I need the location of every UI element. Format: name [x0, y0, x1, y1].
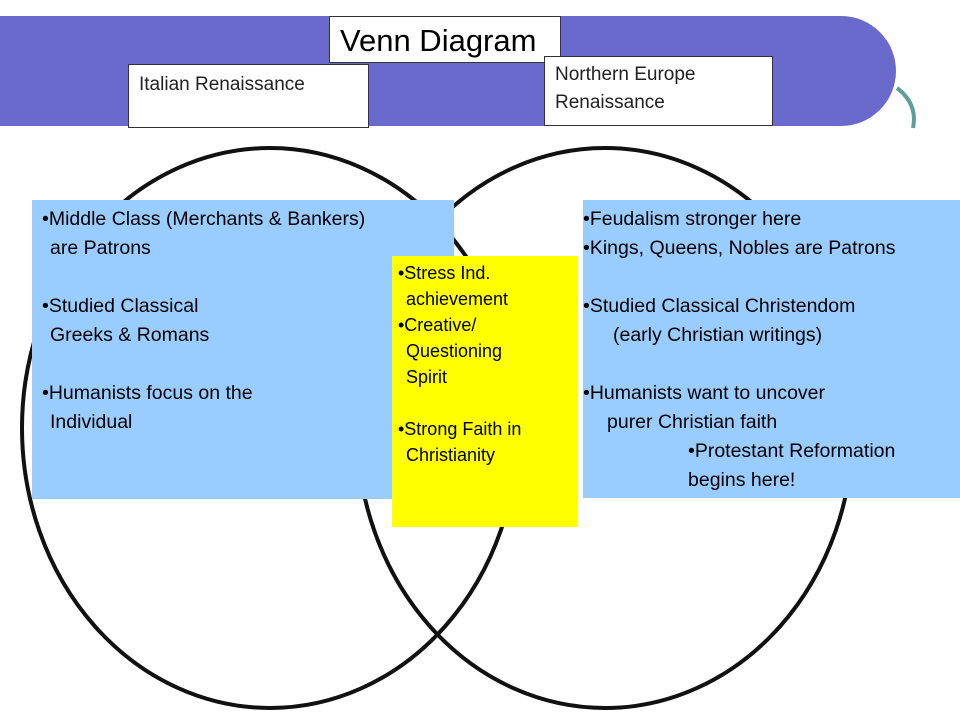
item-text: Questioning — [406, 341, 503, 361]
list-item: •Protestant Reformation begins here! — [583, 437, 960, 495]
italian-renaissance-panel: •Middle Class (Merchants & Bankers) are … — [32, 200, 454, 499]
shared-traits-panel: •Stress Ind. achievement •Creative/ Ques… — [392, 256, 578, 527]
list-item: •Feudalism stronger here — [583, 205, 960, 234]
list-item: •Creative/ Questioning Spirit — [398, 312, 578, 390]
item-text: •Studied Classical — [42, 295, 199, 317]
item-text: •Protestant Reformation — [688, 440, 896, 462]
item-text: •Humanists want to uncover — [583, 382, 826, 404]
list-item: •Strong Faith in Christianity — [398, 416, 578, 468]
item-text: Individual — [50, 411, 133, 433]
item-text: •Creative/ — [398, 315, 477, 335]
right-circle-label: Northern Europe Renaissance — [544, 56, 773, 126]
list-item: •Humanists want to uncover purer Christi… — [583, 379, 960, 437]
list-item: •Studied Classical Greeks & Romans — [42, 292, 454, 350]
list-item: •Studied Classical Christendom (early Ch… — [583, 292, 960, 350]
item-text: •Kings, Queens, Nobles are Patrons — [583, 237, 896, 259]
item-text: purer Christian faith — [607, 411, 778, 433]
item-text: •Feudalism stronger here — [583, 208, 802, 230]
left-circle-label: Italian Renaissance — [128, 64, 369, 128]
item-text: Spirit — [406, 367, 448, 387]
item-text: •Humanists focus on the — [42, 382, 253, 404]
list-item: •Humanists focus on the Individual — [42, 379, 454, 437]
item-text: •Middle Class (Merchants & Bankers) — [42, 208, 366, 230]
list-item: •Stress Ind. achievement — [398, 260, 578, 312]
right-label-line: Northern Europe — [555, 64, 696, 85]
list-item: •Kings, Queens, Nobles are Patrons — [583, 234, 960, 263]
item-text: •Studied Classical Christendom — [583, 295, 856, 317]
list-item: •Middle Class (Merchants & Bankers) are … — [42, 205, 454, 263]
right-label-line: Renaissance — [555, 92, 665, 113]
item-text: Christianity — [406, 445, 496, 465]
item-text: •Strong Faith in — [398, 419, 522, 439]
diagram-title: Venn Diagram — [329, 16, 561, 63]
item-text: are Patrons — [50, 237, 151, 259]
northern-renaissance-panel: •Feudalism stronger here •Kings, Queens,… — [583, 200, 960, 498]
item-text: Greeks & Romans — [50, 324, 210, 346]
item-text: •Stress Ind. — [398, 263, 491, 283]
item-text: begins here! — [688, 469, 796, 491]
item-text: achievement — [406, 289, 509, 309]
item-text: (early Christian writings) — [613, 324, 823, 346]
